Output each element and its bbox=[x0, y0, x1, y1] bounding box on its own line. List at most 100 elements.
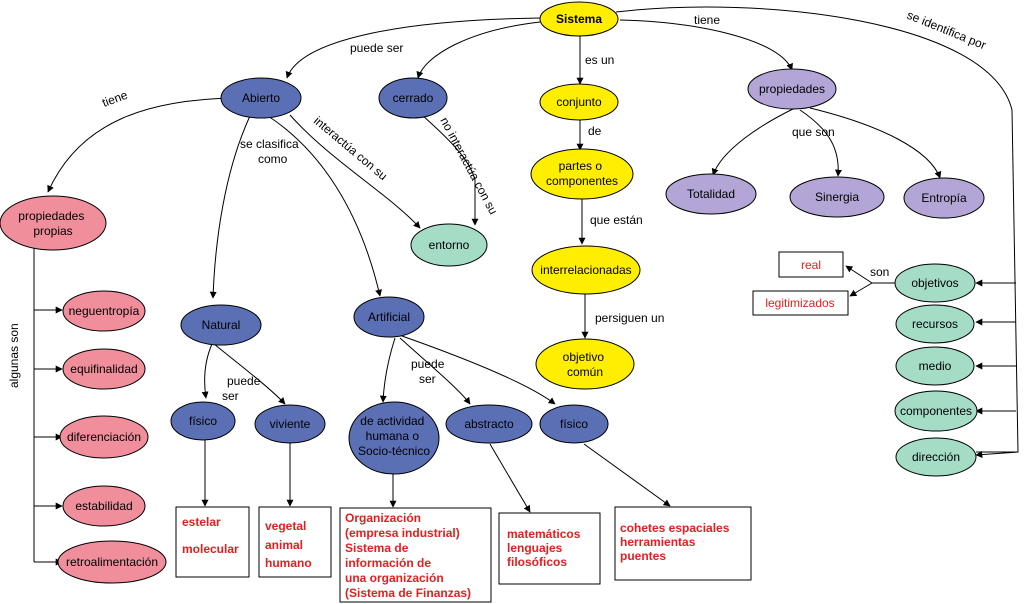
node-entorno[interactable]: entorno bbox=[410, 223, 488, 267]
svg-text:real: real bbox=[801, 258, 821, 272]
node-equifinalidad[interactable]: equifinalidad bbox=[62, 348, 146, 390]
edge-sistema-abierto bbox=[285, 17, 541, 79]
label-se-clasifica: se clasifica como bbox=[240, 137, 302, 166]
svg-text:abstracto: abstracto bbox=[464, 417, 514, 431]
edge-fisicoart-box bbox=[583, 443, 671, 507]
svg-text:físico: físico bbox=[560, 417, 588, 431]
svg-text:interrelacionadas: interrelacionadas bbox=[540, 263, 631, 277]
svg-text:Totalidad: Totalidad bbox=[687, 187, 735, 201]
box-actividad-ejemplos: Organización (empresa industrial) Sistem… bbox=[339, 507, 492, 603]
svg-text:estabilidad: estabilidad bbox=[75, 499, 132, 513]
edge-abierto-entorno bbox=[289, 114, 421, 229]
svg-text:Natural: Natural bbox=[202, 318, 241, 332]
svg-text:Organización (empresa: Organización (empresa industrial) Sistem… bbox=[345, 511, 471, 600]
svg-text:neguentropía: neguentropía bbox=[69, 304, 140, 318]
svg-text:legitimizados: legitimizados bbox=[765, 296, 834, 310]
svg-text:Sistema: Sistema bbox=[556, 12, 602, 26]
label-de: de bbox=[588, 124, 602, 138]
svg-text:objetivo común: objetivo común bbox=[563, 350, 608, 379]
node-abierto[interactable]: Abierto bbox=[220, 77, 302, 119]
edge-artificial-abstracto bbox=[399, 337, 471, 405]
box-legitimizados: legitimizados bbox=[752, 290, 849, 316]
node-diferenciacion[interactable]: diferenciación bbox=[59, 415, 149, 459]
svg-text:medio: medio bbox=[919, 359, 952, 373]
label-puede-ser-natural: puede ser bbox=[222, 374, 264, 403]
svg-text:viviente: viviente bbox=[270, 417, 311, 431]
node-propiedades-propias[interactable]: propiedades propias bbox=[0, 195, 107, 251]
label-no-interactua: no interactúa con su bbox=[437, 115, 500, 217]
node-conjunto[interactable]: conjunto bbox=[539, 83, 619, 121]
label-puede-ser: puede ser bbox=[350, 41, 403, 55]
svg-text:Sinergia: Sinergia bbox=[815, 190, 859, 204]
label-que-estan: que están bbox=[590, 213, 643, 227]
box-fisico-art-ejemplos: cohetes espaciales herramientas puentes bbox=[614, 506, 752, 581]
svg-text:cerrado: cerrado bbox=[393, 91, 434, 105]
edge-abierto-propias bbox=[47, 97, 233, 193]
svg-text:propiedades propias: propiedades propias bbox=[18, 209, 87, 238]
box-viviente-ejemplos: vegetal animal humano bbox=[258, 506, 332, 578]
svg-text:propiedades: propiedades bbox=[759, 82, 825, 96]
edge-artificial-fisico bbox=[401, 335, 556, 405]
node-totalidad[interactable]: Totalidad bbox=[665, 173, 757, 215]
label-puede-ser-artificial: puede ser bbox=[411, 357, 448, 386]
svg-text:dirección: dirección bbox=[912, 450, 960, 464]
svg-text:de actividad humana o: de actividad humana o Socio-técnico bbox=[358, 414, 430, 458]
node-medio[interactable]: medio bbox=[895, 346, 975, 386]
example-boxes: real legitimizados estelar molecular veg… bbox=[175, 251, 849, 603]
node-natural[interactable]: Natural bbox=[180, 304, 262, 346]
node-neguentropia[interactable]: neguentropía bbox=[62, 290, 146, 332]
edge-abierto-artificial bbox=[267, 115, 382, 297]
svg-text:conjunto: conjunto bbox=[556, 95, 602, 109]
edges bbox=[33, 6, 1019, 566]
box-abstracto-ejemplos: matemáticos lenguajes filosóficos bbox=[498, 512, 601, 585]
node-estabilidad[interactable]: estabilidad bbox=[62, 485, 146, 527]
box-fisico-ejemplos: estelar molecular bbox=[175, 506, 250, 578]
label-tiene-propias: tiene bbox=[100, 88, 130, 110]
node-interrelacionadas[interactable]: interrelacionadas bbox=[531, 245, 641, 295]
node-propiedades[interactable]: propiedades bbox=[747, 68, 837, 110]
svg-text:equifinalidad: equifinalidad bbox=[70, 362, 137, 376]
nodes: Sistema conjunto partes o componentes in… bbox=[0, 1, 985, 584]
node-objetivos[interactable]: objetivos bbox=[894, 263, 976, 303]
node-objetivo-comun[interactable]: objetivo común bbox=[535, 338, 635, 390]
node-cerrado[interactable]: cerrado bbox=[378, 77, 448, 119]
edge-natural-viviente bbox=[213, 343, 286, 405]
node-fisico-natural[interactable]: físico bbox=[170, 401, 236, 441]
edge-prop-entropia bbox=[809, 107, 942, 179]
node-fisico-artificial[interactable]: físico bbox=[539, 404, 609, 444]
node-retroalimentacion[interactable]: retroalimentación bbox=[57, 540, 167, 584]
node-artificial[interactable]: Artificial bbox=[353, 296, 425, 338]
edge-prop-sinergia bbox=[799, 109, 842, 177]
svg-text:cohetes espaciales her: cohetes espaciales herramientas puentes bbox=[620, 521, 733, 563]
svg-text:recursos: recursos bbox=[912, 317, 958, 331]
box-real: real bbox=[778, 251, 844, 278]
node-direccion[interactable]: dirección bbox=[895, 437, 977, 477]
edge-prop-totalidad bbox=[711, 107, 796, 176]
node-sistema[interactable]: Sistema bbox=[539, 1, 619, 37]
svg-text:diferenciación: diferenciación bbox=[67, 430, 141, 444]
edge-son-real bbox=[845, 265, 873, 284]
edge-abstracto-box bbox=[489, 443, 531, 513]
svg-text:Artificial: Artificial bbox=[368, 310, 410, 324]
edge-sistema-cerrado bbox=[416, 21, 541, 79]
edge-sistema-propiedades bbox=[619, 19, 793, 71]
svg-text:físico: físico bbox=[189, 414, 217, 428]
node-abstracto[interactable]: abstracto bbox=[445, 404, 533, 444]
label-son: son bbox=[870, 265, 889, 279]
edge-natural-fisico bbox=[201, 343, 213, 399]
svg-text:matemáticos lenguajes: matemáticos lenguajes filosóficos bbox=[507, 527, 584, 569]
svg-text:Entropía: Entropía bbox=[921, 191, 967, 205]
edge-ident-direccion bbox=[975, 451, 1019, 459]
node-componentes[interactable]: componentes bbox=[894, 390, 978, 432]
node-recursos[interactable]: recursos bbox=[895, 304, 975, 344]
node-actividad-humana[interactable]: de actividad humana o Socio-técnico bbox=[348, 401, 440, 475]
edge-abierto-natural bbox=[209, 115, 251, 299]
label-interactua: interactúa con su bbox=[311, 114, 390, 183]
node-entropia[interactable]: Entropía bbox=[903, 177, 985, 219]
node-sinergia[interactable]: Sinergia bbox=[789, 176, 885, 218]
edge-cerrado-entorno bbox=[421, 114, 479, 226]
node-partes[interactable]: partes o componentes bbox=[530, 148, 634, 200]
node-viviente[interactable]: viviente bbox=[254, 404, 326, 444]
svg-text:Abierto: Abierto bbox=[242, 91, 280, 105]
